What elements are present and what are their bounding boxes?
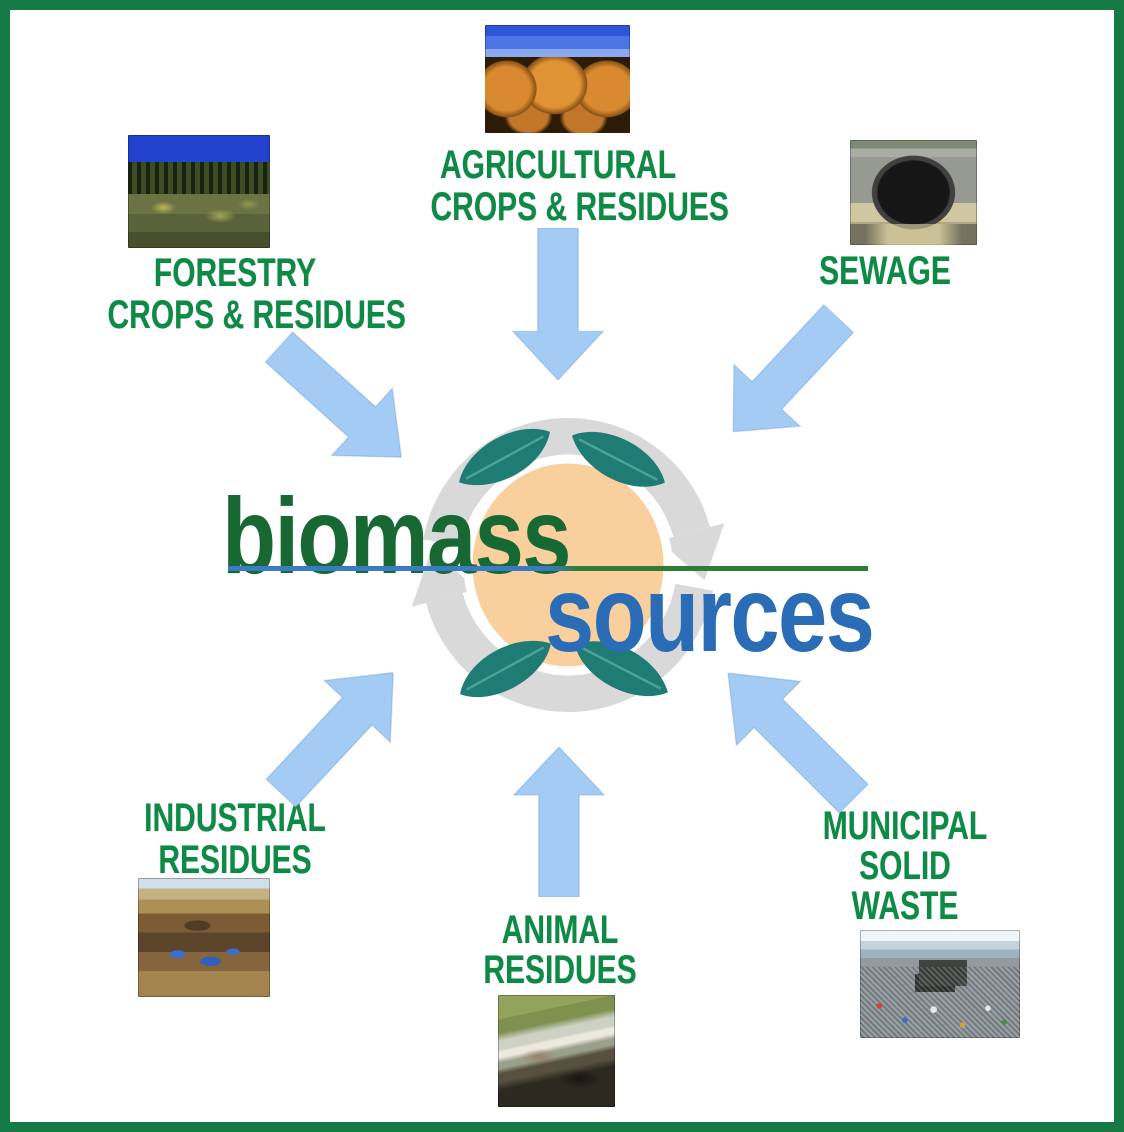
center-circle xyxy=(463,454,673,676)
recycle-swirl-graphic xyxy=(411,418,725,712)
industrial-label: INDUSTRIAL RESIDUES xyxy=(108,797,363,881)
leaf-icon xyxy=(459,428,550,486)
swirl-arrowhead-right xyxy=(658,523,725,581)
animal-label: ANIMAL RESIDUES xyxy=(433,910,688,990)
municipal-label: MUNICIPAL SOLID WASTE xyxy=(778,806,1033,926)
landfill-photo xyxy=(860,930,1020,1038)
industrial-waste-photo xyxy=(138,878,270,997)
animal-label-line: RESIDUES xyxy=(483,948,637,992)
leaf-icon xyxy=(575,641,668,697)
sewage-outfall-photo xyxy=(850,140,977,245)
forest-photo xyxy=(128,135,270,248)
swirl-arc-top xyxy=(423,418,710,547)
municipal-label-line: SOLID xyxy=(859,844,951,888)
sewage-label-line: SEWAGE xyxy=(819,249,951,293)
logo-underline xyxy=(228,566,868,571)
municipal-label-line: MUNICIPAL xyxy=(822,804,988,848)
animal-flow-arrow xyxy=(512,747,606,897)
cattle-manure-photo xyxy=(498,995,615,1107)
forestry-flow-arrow xyxy=(264,330,403,458)
logo-word-biomass: biomass xyxy=(222,475,571,596)
leaf-icon xyxy=(460,640,551,698)
municipal-label-line: WASTE xyxy=(851,884,959,928)
sewage-flow-arrow xyxy=(732,303,855,433)
forestry-label: FORESTRY CROPS & RESIDUES xyxy=(107,251,406,337)
sewage-label: SEWAGE xyxy=(795,250,975,292)
forestry-label-line: FORESTRY xyxy=(153,251,317,295)
municipal-flow-arrow xyxy=(727,672,870,815)
forestry-label-line: CROPS & RESIDUES xyxy=(107,293,406,337)
agricultural-label-line: CROPS & RESIDUES xyxy=(430,185,729,229)
logo-word-sources: sources xyxy=(545,553,875,674)
animal-label-line: ANIMAL xyxy=(501,908,619,952)
agricultural-label: AGRICULTURAL CROPS & RESIDUES xyxy=(430,143,729,229)
agricultural-flow-arrow xyxy=(511,228,605,380)
swirl-arc-bottom xyxy=(426,583,713,712)
hay-bales-photo xyxy=(485,25,630,133)
swirl-arrowhead-left xyxy=(411,549,478,607)
industrial-flow-arrow xyxy=(265,671,394,809)
leaf-icon xyxy=(572,431,665,487)
industrial-label-line: RESIDUES xyxy=(158,838,312,882)
agricultural-label-line: AGRICULTURAL xyxy=(439,143,677,187)
